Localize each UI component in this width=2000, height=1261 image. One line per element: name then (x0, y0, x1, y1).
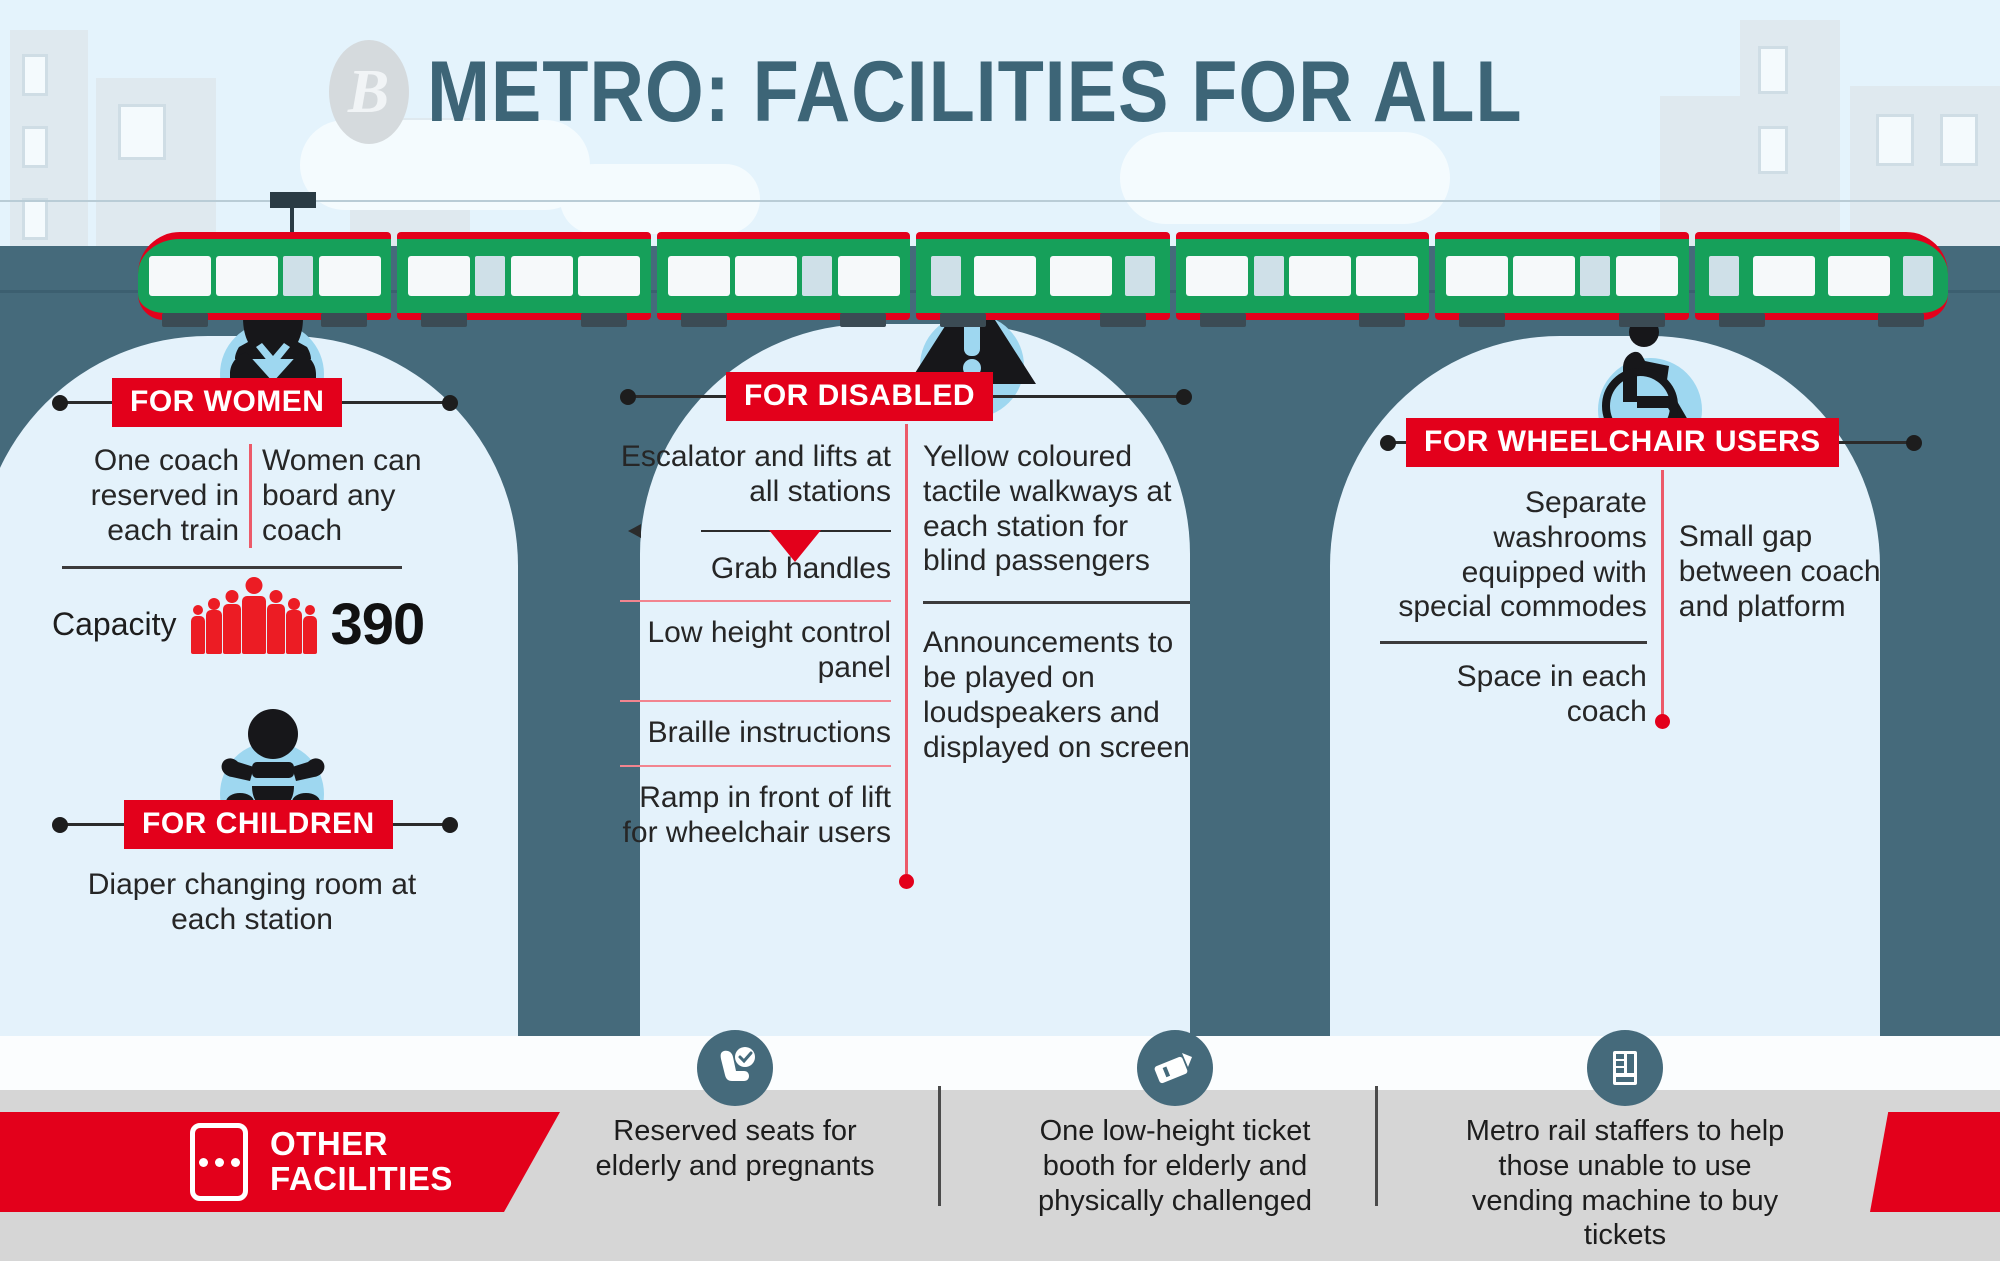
page-header: B METRO: FACILITIES FOR ALL (0, 40, 2000, 144)
bottom-separator-1 (938, 1086, 941, 1206)
disabled-left-item-3: Low height control panel (647, 616, 892, 685)
disabled-text-columns: Escalator and lifts at all stations Grab… (620, 440, 1190, 850)
train-coach (397, 232, 651, 327)
women-divider (62, 566, 402, 570)
women-left-text: One coach reserved in each train (52, 444, 252, 549)
wheelchair-text-columns: Separate washrooms equipped with special… (1380, 486, 1920, 730)
wheelchair-badge-label: FOR WHEELCHAIR USERS (1406, 418, 1839, 467)
pantograph-arm (290, 206, 294, 242)
metro-train (138, 232, 1948, 327)
children-badge-row: FOR CHILDREN (52, 800, 458, 852)
wheelchair-badge-row: FOR WHEELCHAIR USERS (1380, 418, 1922, 470)
disabled-column-divider (905, 424, 908, 874)
other-facilities-line2: FACILITIES (270, 1160, 453, 1197)
cloud-3 (560, 164, 760, 234)
disabled-end-dot (899, 874, 914, 889)
catenary-wire (0, 200, 2000, 202)
capacity-value: 390 (330, 592, 426, 658)
disabled-left-item-1: Escalator and lifts at all stations (620, 440, 891, 508)
red-triangle-icon (769, 529, 821, 562)
other-facilities-tag: OTHER FACILITIES (0, 1112, 560, 1212)
disabled-badge-row: FOR DISABLED (620, 372, 1192, 424)
section-for-disabled: FOR DISABLED Escalator and lifts at all … (620, 284, 1192, 889)
section-for-children: FOR CHILDREN Diaper changing room at eac… (52, 709, 458, 938)
women-text-columns: One coach reserved in each train Women c… (52, 444, 452, 549)
train-coach (656, 232, 911, 327)
cloud-2 (1120, 132, 1450, 224)
section-for-women: FOR WOMEN One coach reserved in each tra… (52, 286, 458, 658)
right-red-tag (1870, 1112, 2000, 1212)
crowd-icon (190, 576, 317, 654)
vending-machine-icon (1587, 1030, 1663, 1106)
wheelchair-left-item-1: Separate washrooms equipped with special… (1398, 486, 1647, 624)
ticket-icon (1137, 1030, 1213, 1106)
other-facility-text-2: One low-height ticket booth for elderly … (1037, 1115, 1313, 1217)
train-coach (916, 232, 1170, 327)
bottom-separator-2 (1375, 1086, 1378, 1206)
arch-panel-women (0, 336, 518, 1036)
capacity-label: Capacity (52, 606, 177, 643)
wheelchair-column-divider (1660, 470, 1664, 720)
disabled-left-item-5: Ramp in front of lift for wheelchair use… (622, 780, 891, 849)
arch-panel-disabled (640, 324, 1190, 1036)
page-title: METRO: FACILITIES FOR ALL (426, 43, 1523, 140)
vending-dots-icon (190, 1123, 248, 1201)
reserved-seat-icon (697, 1030, 773, 1106)
other-facility-text-3: Metro rail staffers to help those unable… (1465, 1115, 1785, 1252)
building-left-1 (10, 30, 88, 260)
train-coach (138, 232, 392, 327)
pantograph-icon (270, 192, 316, 208)
wheelchair-left-item-2: Space in each coach (1456, 660, 1647, 728)
other-facility-item-1: Reserved seats for elderly and pregnants (570, 1030, 900, 1184)
other-facilities-line1: OTHER (270, 1125, 388, 1163)
disabled-left-column: Escalator and lifts at all stations Grab… (620, 440, 905, 850)
warning-triangle-icon (908, 284, 1036, 418)
women-badge-row: FOR WOMEN (52, 378, 458, 430)
disabled-badge-label: FOR DISABLED (726, 372, 993, 421)
building-right-3 (1850, 86, 2000, 260)
train-coach (1175, 232, 1430, 327)
disabled-arrow-marker (620, 510, 891, 562)
wheelchair-right-column: Small gap between coach and platform (1661, 486, 1920, 730)
women-badge-label: FOR WOMEN (112, 378, 343, 427)
train-coach (1694, 232, 1948, 327)
section-for-wheelchair-users: FOR WHEELCHAIR USERS Separate washrooms … (1380, 317, 1922, 730)
disabled-left-item-4: Braille instructions (647, 715, 891, 749)
train-coach (1435, 232, 1689, 327)
children-badge-label: FOR CHILDREN (124, 800, 393, 849)
other-facilities-label: OTHER FACILITIES (270, 1125, 453, 1197)
train-illustration (0, 150, 2000, 327)
capacity-row: Capacity 390 (52, 576, 452, 658)
wheelchair-left-column: Separate washrooms equipped with special… (1380, 486, 1661, 730)
building-left-2 (96, 78, 216, 260)
disabled-right-column: Yellow coloured tactile walkways at each… (905, 440, 1190, 850)
disabled-right-item-2: Announcements to be played on loudspeake… (923, 626, 1190, 764)
children-text: Diaper changing room at each station (87, 868, 417, 936)
building-right-1 (1740, 20, 1840, 260)
other-facility-item-2: One low-height ticket booth for elderly … (1010, 1030, 1340, 1218)
other-facility-text-1: Reserved seats for elderly and pregnants (595, 1115, 875, 1182)
disabled-right-item-1: Yellow coloured tactile walkways at each… (923, 440, 1172, 578)
women-right-text: Women can board any coach (262, 444, 422, 547)
disabled-left-item-2: Grab handles (710, 551, 891, 585)
other-facility-item-3: Metro rail staffers to help those unable… (1460, 1030, 1790, 1253)
publisher-logo: B (328, 40, 409, 144)
wheelchair-end-dot (1654, 714, 1670, 729)
wheelchair-right-item-1: Small gap between coach and platform (1678, 520, 1881, 623)
